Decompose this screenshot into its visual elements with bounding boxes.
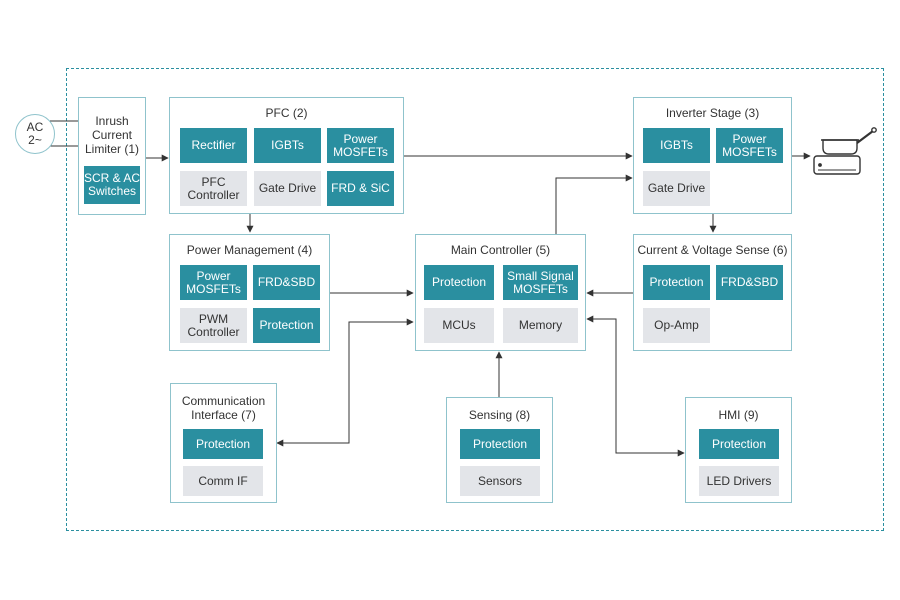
cell-protection: Protection: [253, 308, 320, 343]
block-title: PFC (2): [265, 106, 308, 120]
cell-igbts: IGBTs: [643, 128, 710, 163]
arrow-main-inverter: [555, 174, 633, 234]
induction-cooktop-icon: [813, 127, 877, 175]
block-title: Main Controller (5): [450, 243, 551, 257]
block-inverter-stage: Inverter Stage (3) IGBTs Power MOSFETs G…: [633, 97, 792, 214]
block-main-controller: Main Controller (5) Protection Small Sig…: [415, 234, 586, 351]
block-title: Current & Voltage Sense (6): [637, 243, 788, 257]
cell-igbts: IGBTs: [254, 128, 321, 163]
cell-power-mosfets: Power MOSFETs: [180, 265, 247, 300]
cell-protection: Protection: [183, 429, 263, 459]
block-current-voltage-sense: Current & Voltage Sense (6) Protection F…: [633, 234, 792, 351]
block-title: Inrush Current Limiter (1): [84, 114, 139, 156]
arrow-hmi-main: [586, 315, 685, 457]
block-title: Power Management (4): [186, 243, 313, 257]
cell-protection: Protection: [699, 429, 779, 459]
cell-mcus: MCUs: [424, 308, 494, 343]
block-title: Sensing (8): [468, 408, 531, 422]
block-power-management: Power Management (4) Power MOSFETs FRD&S…: [169, 234, 330, 351]
cell-frd-sbd: FRD&SBD: [716, 265, 783, 300]
block-hmi: HMI (9) Protection LED Drivers: [685, 397, 792, 503]
cell-frd-sic: FRD & SiC: [327, 171, 394, 206]
cell-pfc-controller: PFC Controller: [180, 171, 247, 206]
block-title: HMI (9): [718, 408, 759, 422]
ac-source-icon: AC 2~: [15, 114, 55, 154]
cell-protection: Protection: [643, 265, 710, 300]
block-communication-interface: Communication Interface (7) Protection C…: [170, 383, 277, 503]
cell-small-signal-mosfets: Small Signal MOSFETs: [503, 265, 578, 300]
block-title: Inverter Stage (3): [665, 106, 760, 120]
cell-pwm-controller: PWM Controller: [180, 308, 247, 343]
cell-memory: Memory: [503, 308, 578, 343]
cell-sensors: Sensors: [460, 466, 540, 496]
cell-power-mosfets: Power MOSFETs: [327, 128, 394, 163]
cell-power-mosfets: Power MOSFETs: [716, 128, 783, 163]
cell-frd-sbd: FRD&SBD: [253, 265, 320, 300]
cell-rectifier: Rectifier: [180, 128, 247, 163]
system-boundary: [66, 68, 884, 531]
cell-scr-ac-switches: SCR & AC Switches: [84, 166, 140, 204]
cell-comm-if: Comm IF: [183, 466, 263, 496]
cell-led-drivers: LED Drivers: [699, 466, 779, 496]
block-sensing: Sensing (8) Protection Sensors: [446, 397, 553, 503]
cell-op-amp: Op-Amp: [643, 308, 710, 343]
cell-gate-drive: Gate Drive: [254, 171, 321, 206]
arrow-comm-main: [276, 318, 414, 447]
block-inrush-current-limiter: Inrush Current Limiter (1) SCR & AC Swit…: [78, 97, 146, 215]
cell-protection: Protection: [424, 265, 494, 300]
block-pfc: PFC (2) Rectifier IGBTs Power MOSFETs PF…: [169, 97, 404, 214]
cell-gate-drive: Gate Drive: [643, 171, 710, 206]
cell-protection: Protection: [460, 429, 540, 459]
block-title: Communication Interface (7): [181, 394, 266, 422]
